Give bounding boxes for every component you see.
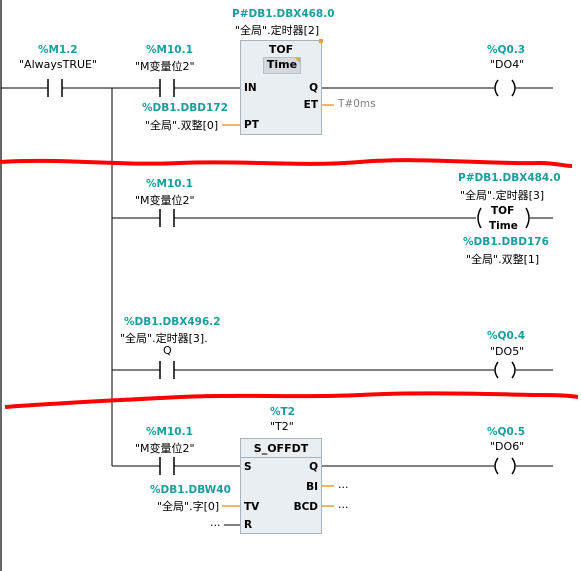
rung1-contact2-symbol: "M变量位2" <box>135 60 195 73</box>
rung4-tv-symbol: "全局".字[0] <box>157 500 220 513</box>
pin-bcd: BCD <box>293 501 318 513</box>
rung3-coil-address: %Q0.4 <box>487 330 526 342</box>
rung2-coil-type: TOF <box>491 205 515 217</box>
time-type-selector[interactable]: Time <box>263 57 301 74</box>
rung2-contact-symbol: "M变量位2" <box>135 194 195 207</box>
pin-tv: TV <box>244 501 260 513</box>
rung3-contact-symbol: "全局".定时器[3]. <box>120 332 208 345</box>
rung4-coil[interactable] <box>494 457 516 475</box>
rung1-contact1-symbol: "AlwaysTRUE" <box>19 58 98 71</box>
tof-title: TOF <box>268 43 294 56</box>
rung2-coil-symbol: "全局".定时器[3] <box>460 189 545 202</box>
rung2-coil-type-sub: Time <box>489 220 518 232</box>
rung1-coil-address: %Q0.3 <box>487 44 526 56</box>
dropdown-corner-icon <box>295 58 300 63</box>
rung2-contact-address: %M10.1 <box>146 178 193 190</box>
rung1-contact1-address: %M1.2 <box>38 44 78 56</box>
rung2-coil-value-address: %DB1.DBD176 <box>463 236 549 248</box>
rung1-tof-block[interactable]: TOF Time IN PT Q ET <box>240 39 323 135</box>
pin-q: Q <box>309 461 318 473</box>
time-type-label: Time <box>266 58 298 71</box>
rung2-coil[interactable] <box>477 207 530 229</box>
rung1-pt-symbol: "全局".双整[0] <box>145 119 219 132</box>
rung4-r-value[interactable]: ... <box>210 516 221 529</box>
rung2-coil-value-symbol: "全局".双整[1] <box>466 253 540 266</box>
rung4-contact[interactable] <box>159 457 175 475</box>
rung4-s-offdt-block[interactable]: S_OFFDT S TV R Q BI BCD <box>240 438 322 534</box>
rung1-et-value: T#0ms <box>338 98 376 110</box>
rung3-contact-address: %DB1.DBX496.2 <box>124 316 221 328</box>
rung1-pt-address: %DB1.DBD172 <box>142 102 228 114</box>
rung4-contact-symbol: "M变量位2" <box>135 442 195 455</box>
pin-bi: BI <box>306 481 318 493</box>
rung4-tv-address: %DB1.DBW40 <box>150 484 231 496</box>
rung4-contact-address: %M10.1 <box>146 426 193 438</box>
rung4-timer-symbol: "T2" <box>270 420 294 433</box>
rung4-bcd-value[interactable]: ... <box>338 498 349 511</box>
rung1-contact2-address: %M10.1 <box>146 44 193 56</box>
rung1-coil-symbol: "DO4" <box>490 58 525 71</box>
rung4-coil-symbol: "DO6" <box>490 440 525 453</box>
pin-s: S <box>244 461 252 473</box>
rung3-coil[interactable] <box>494 361 516 379</box>
rung2-coil-address: P#DB1.DBX484.0 <box>458 172 561 184</box>
pin-q: Q <box>309 82 318 94</box>
pin-et: ET <box>303 99 318 111</box>
pin-pt: PT <box>244 119 259 131</box>
rung3-coil-symbol: "DO5" <box>490 345 525 358</box>
rung3-contact-symbol-member: Q <box>163 344 172 357</box>
pin-r: R <box>244 519 253 531</box>
rung3-contact[interactable] <box>159 361 175 379</box>
rung2-contact[interactable] <box>159 209 175 227</box>
block-corner-marker <box>319 39 323 43</box>
rung1-contact1[interactable] <box>47 79 63 97</box>
block-divider <box>241 457 321 458</box>
rung1-timer-instance-address: P#DB1.DBX468.0 <box>232 8 335 20</box>
rung1-contact2[interactable] <box>159 79 175 97</box>
rung1-coil[interactable] <box>494 79 516 97</box>
red-annotation-line <box>4 391 579 409</box>
pin-in: IN <box>244 82 257 94</box>
rung1-timer-instance-symbol: "全局".定时器[2] <box>235 24 320 37</box>
rung4-bi-value[interactable]: ... <box>338 478 349 491</box>
rung4-timer-address: %T2 <box>270 406 295 418</box>
red-annotation-line <box>0 158 573 168</box>
s-offdt-title: S_OFFDT <box>253 442 309 455</box>
rung4-coil-address: %Q0.5 <box>487 426 526 438</box>
